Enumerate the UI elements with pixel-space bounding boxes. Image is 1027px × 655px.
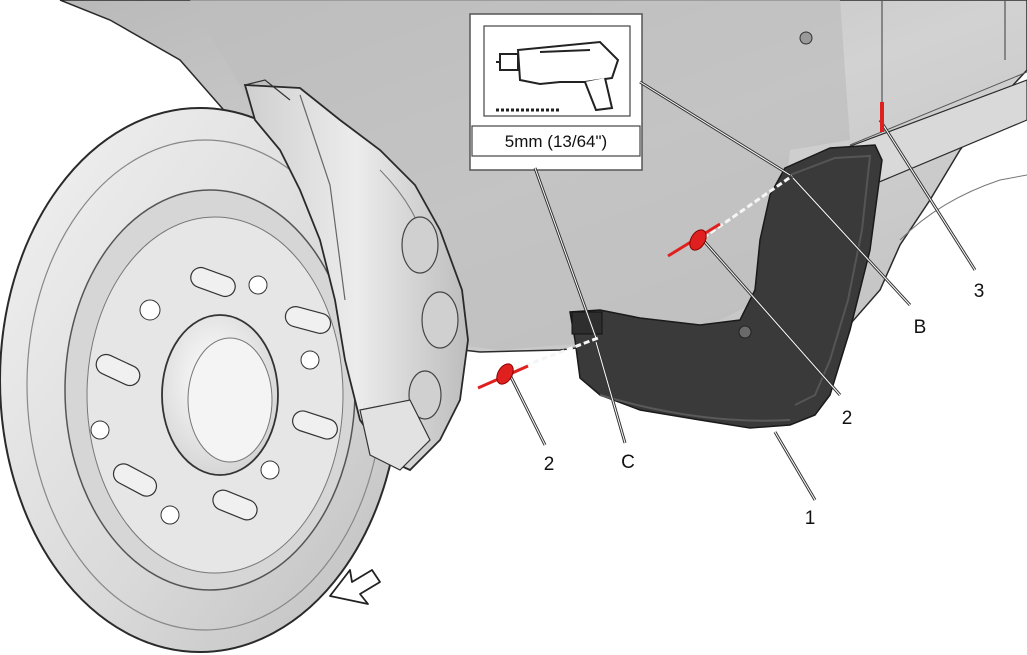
callout-point-c: C xyxy=(621,452,635,473)
callout-item-1: 1 xyxy=(805,508,816,529)
callout-item-3: 3 xyxy=(974,281,985,302)
tool-callout-box: 5mm (13/64") xyxy=(469,13,643,171)
callout-item-2-upper: 2 xyxy=(842,408,853,429)
callout-point-b: B xyxy=(914,317,927,338)
brake-caliper xyxy=(243,79,469,472)
callout-item-2-lower: 2 xyxy=(544,454,555,475)
fastener-upper xyxy=(667,222,721,258)
leader-lines-inner xyxy=(509,81,976,501)
install-axes xyxy=(507,174,793,374)
fastener-lower xyxy=(477,363,529,390)
forward-arrow-icon xyxy=(329,569,381,605)
drill-bit-size-label: 5mm (13/64") xyxy=(505,132,607,151)
mud-guard xyxy=(569,144,883,429)
wheel-studs xyxy=(95,266,338,521)
rotor-holes xyxy=(90,275,320,525)
drill-icon xyxy=(496,40,620,112)
